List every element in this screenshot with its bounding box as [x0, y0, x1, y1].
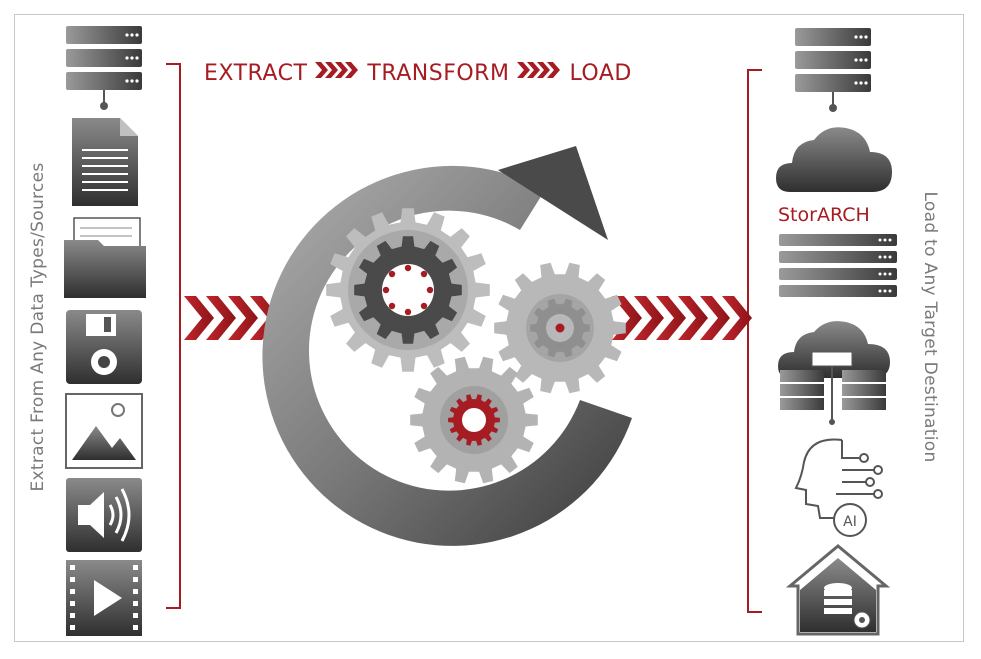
source-folder-icon [64, 217, 146, 298]
source-floppy-disk-icon [66, 310, 142, 384]
etl-banner: EXTRACT TRANSFORM LOAD [204, 60, 632, 86]
right-bracket [747, 69, 762, 613]
diagram-frame [14, 14, 964, 642]
storarch-label: StorARCH [778, 204, 870, 226]
left-bracket [166, 63, 181, 609]
transform-label: TRANSFORM [367, 60, 510, 86]
cycle-arrow-icon [262, 146, 632, 546]
chevrons-icon [315, 60, 359, 86]
target-server-icon [795, 28, 871, 112]
source-audio-icon [66, 478, 142, 552]
target-storarch-server-icon [779, 234, 897, 297]
extract-label: EXTRACT [204, 60, 308, 86]
gear-hub-dots [382, 264, 434, 316]
target-home-database-icon [785, 544, 891, 636]
target-cloud-icon [776, 127, 892, 192]
source-video-icon [66, 560, 142, 636]
load-label: LOAD [569, 60, 632, 86]
ai-badge-text: AI [843, 514, 857, 530]
target-ai-head-icon [794, 438, 883, 537]
source-document-icon [72, 118, 138, 206]
source-image-icon [65, 393, 143, 469]
chevrons-icon [517, 60, 561, 86]
target-cloud-server-icon [778, 321, 890, 425]
source-server-icon [66, 26, 142, 110]
output-chevrons-icon [612, 296, 752, 340]
